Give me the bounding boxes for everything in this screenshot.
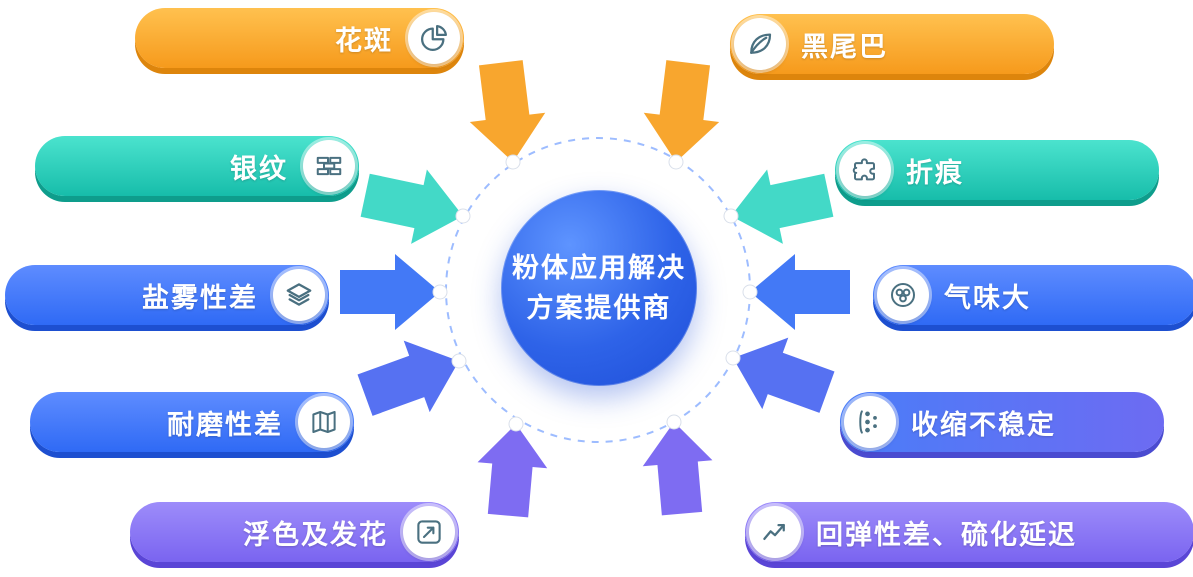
connector-arrow	[733, 337, 835, 413]
node-shrinkage: 收缩不稳定	[840, 392, 1164, 452]
node-label: 银纹	[230, 153, 288, 184]
node-label: 回弹性差、硫化延迟	[816, 519, 1077, 550]
node-label: 折痕	[906, 157, 964, 188]
connector-arrow	[469, 60, 546, 162]
connector-arrow	[642, 422, 713, 516]
layers-icon	[273, 269, 325, 321]
connector-dot	[508, 416, 524, 432]
connector-arrows	[340, 60, 850, 518]
node-label: 气味大	[944, 282, 1031, 313]
node-silver-streak: 银纹	[35, 136, 359, 196]
connector-arrow	[360, 169, 463, 244]
node-label: 盐雾性差	[142, 282, 258, 313]
connector-arrow	[750, 254, 850, 330]
node-label: 耐磨性差	[167, 409, 283, 440]
connector-arrow	[477, 424, 548, 518]
connector-dot	[725, 350, 741, 366]
map-icon	[298, 396, 350, 448]
bubbles-icon	[877, 269, 929, 321]
connector-dot	[723, 208, 739, 224]
center-node: 粉体应用解决 方案提供商	[501, 190, 697, 386]
leaf-icon	[734, 18, 786, 70]
bricks-icon	[303, 140, 355, 192]
center-title-line1: 粉体应用解决	[512, 252, 686, 283]
connector-dots	[432, 154, 758, 432]
pie-chart-icon	[408, 12, 460, 64]
connector-arrow	[643, 60, 720, 162]
center-title-line2: 方案提供商	[526, 293, 672, 323]
node-label: 浮色及发花	[243, 519, 388, 550]
connector-dot	[432, 284, 448, 300]
node-black-tail: 黑尾巴	[730, 14, 1054, 74]
connector-dot	[451, 353, 467, 369]
node-label: 花斑	[335, 25, 393, 56]
node-label: 黑尾巴	[801, 31, 888, 62]
node-label: 收缩不稳定	[911, 409, 1056, 440]
connector-arrow	[357, 340, 459, 416]
node-crease: 折痕	[835, 140, 1159, 200]
line-chart-icon	[749, 506, 801, 558]
connector-dot	[742, 284, 758, 300]
connector-dot	[666, 414, 682, 430]
connector-dot	[505, 154, 521, 170]
node-abrasion: 耐磨性差	[30, 392, 354, 452]
puzzle-icon	[839, 144, 891, 196]
connector-arrow	[731, 169, 834, 244]
node-floating-color: 浮色及发花	[130, 502, 459, 562]
node-salt-spray: 盐雾性差	[5, 265, 329, 325]
node-odor: 气味大	[873, 265, 1193, 325]
trend-arrow-icon	[403, 506, 455, 558]
connector-arrow	[340, 254, 440, 330]
connector-dot	[668, 154, 684, 170]
dots-icon	[844, 396, 896, 448]
node-mottling: 花斑	[135, 8, 464, 68]
connector-dot	[455, 208, 471, 224]
node-rebound-vulcanization: 回弹性差、硫化延迟	[745, 502, 1193, 562]
